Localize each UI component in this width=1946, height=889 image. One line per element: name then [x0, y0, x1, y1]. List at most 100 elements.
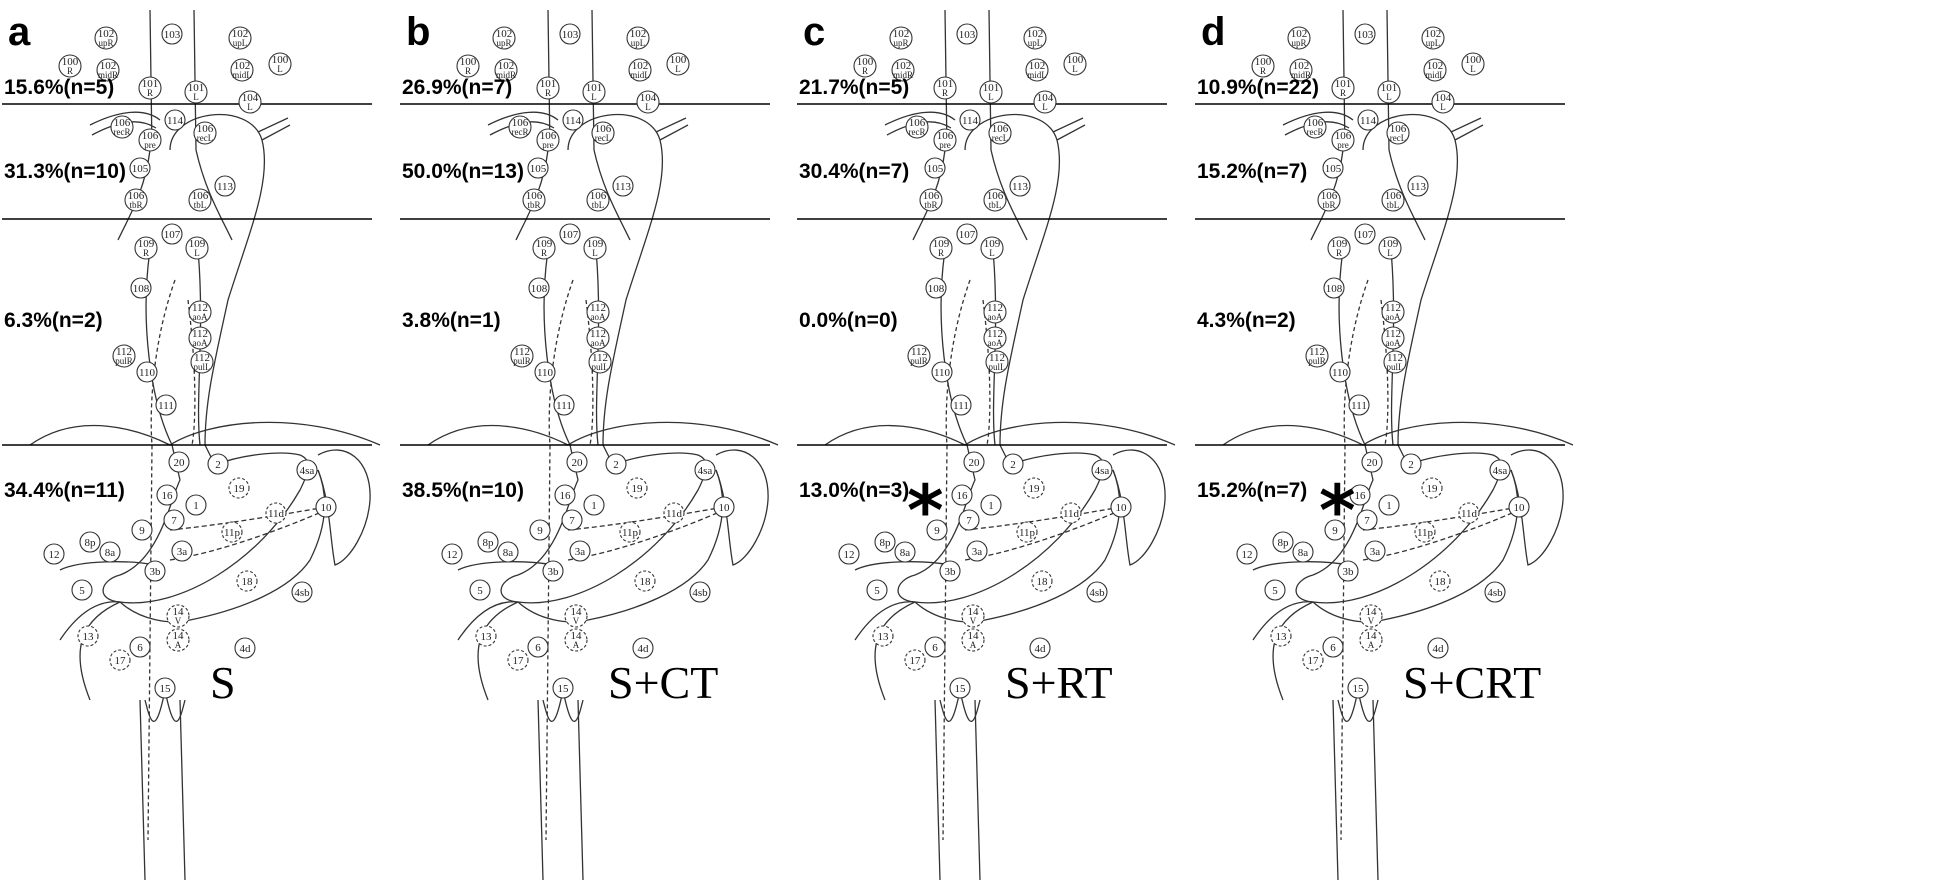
svg-text:106: 106: [192, 190, 209, 202]
svg-text:112: 112: [590, 302, 606, 314]
lymph-node-station: 15: [154, 677, 176, 699]
lymph-node-station: 15: [949, 677, 971, 699]
svg-text:midL: midL: [1425, 70, 1445, 80]
svg-text:18: 18: [242, 576, 254, 588]
svg-text:4sb: 4sb: [294, 587, 310, 599]
region-metastasis-rate: 15.2%(n=7): [1197, 479, 1308, 502]
svg-text:L: L: [645, 102, 651, 112]
svg-text:101: 101: [1381, 82, 1398, 94]
svg-text:8p: 8p: [483, 537, 495, 549]
svg-text:pulR: pulR: [910, 356, 928, 366]
lymph-node-station: 103: [1354, 23, 1376, 45]
svg-text:100: 100: [857, 56, 874, 68]
lymph-node-station: 3a: [569, 540, 591, 562]
panel-letter: d: [1201, 10, 1226, 54]
svg-text:108: 108: [1326, 283, 1343, 295]
svg-text:100: 100: [1067, 54, 1084, 66]
svg-text:pulR: pulR: [513, 356, 531, 366]
lymph-node-station: 10: [713, 496, 735, 518]
lymph-node-station: 10: [1110, 496, 1132, 518]
svg-text:8p: 8p: [85, 537, 97, 549]
lymph-node-station: 10: [1508, 496, 1530, 518]
region-metastasis-rate: 34.4%(n=11): [4, 479, 125, 502]
svg-text:112: 112: [1385, 302, 1401, 314]
svg-text:2: 2: [1010, 459, 1016, 471]
treatment-group-label: S+CRT: [1403, 657, 1542, 708]
svg-text:A: A: [175, 640, 182, 650]
svg-text:102: 102: [1425, 28, 1442, 40]
svg-text:101: 101: [586, 82, 603, 94]
svg-text:upR: upR: [893, 38, 908, 48]
svg-text:L: L: [591, 92, 597, 102]
lymph-node-station: 110: [534, 361, 556, 383]
svg-text:112: 112: [987, 328, 1003, 340]
svg-text:recR: recR: [512, 127, 529, 137]
lymph-node-station: 19: [228, 477, 250, 499]
svg-text:11d: 11d: [1063, 508, 1080, 520]
lymph-node-station: 20: [168, 451, 190, 473]
svg-text:V: V: [1368, 616, 1375, 626]
svg-text:110: 110: [139, 367, 156, 379]
lymph-node-station: 6: [924, 636, 946, 658]
svg-text:9: 9: [934, 525, 940, 537]
svg-text:106: 106: [1321, 190, 1338, 202]
region-metastasis-rate: 13.0%(n=3): [799, 479, 910, 502]
lymph-node-station: 114: [164, 109, 186, 131]
svg-text:14: 14: [968, 606, 980, 618]
svg-text:L: L: [675, 64, 681, 74]
svg-text:103: 103: [959, 29, 976, 41]
svg-text:aoA: aoA: [988, 338, 1003, 348]
svg-text:16: 16: [162, 490, 174, 502]
lymph-node-station: 105: [1322, 157, 1344, 179]
lymph-node-station: 7: [163, 509, 185, 531]
svg-text:upL: upL: [233, 38, 248, 48]
region-metastasis-rate: 15.2%(n=7): [1197, 160, 1308, 183]
lymph-node-station: 4d: [1029, 637, 1051, 659]
region-metastasis-rate: 38.5%(n=10): [402, 479, 524, 502]
svg-text:106: 106: [1307, 117, 1324, 129]
svg-text:102: 102: [1293, 60, 1310, 72]
asterisk-marker: *: [1319, 470, 1356, 552]
svg-text:tbR: tbR: [1322, 200, 1335, 210]
svg-text:19: 19: [234, 483, 246, 495]
svg-text:11d: 11d: [268, 508, 285, 520]
svg-text:L: L: [1042, 102, 1048, 112]
svg-text:12: 12: [49, 549, 60, 561]
svg-text:7: 7: [171, 515, 177, 527]
svg-text:113: 113: [615, 181, 632, 193]
svg-text:4sa: 4sa: [300, 465, 315, 477]
svg-text:15: 15: [1353, 683, 1365, 695]
svg-text:103: 103: [562, 29, 579, 41]
svg-text:L: L: [277, 64, 283, 74]
svg-text:102: 102: [498, 60, 515, 72]
svg-text:pulL: pulL: [1387, 362, 1404, 372]
svg-text:14: 14: [571, 630, 583, 642]
lymph-node-station: 15: [1347, 677, 1369, 699]
svg-text:113: 113: [217, 181, 234, 193]
svg-text:110: 110: [934, 367, 951, 379]
svg-text:107: 107: [562, 229, 579, 241]
svg-text:A: A: [970, 640, 977, 650]
region-metastasis-rate: 15.6%(n=5): [4, 76, 115, 99]
panel-letter: a: [8, 10, 31, 54]
svg-text:aoA: aoA: [193, 338, 208, 348]
lymph-node-station: 3b: [939, 560, 961, 582]
